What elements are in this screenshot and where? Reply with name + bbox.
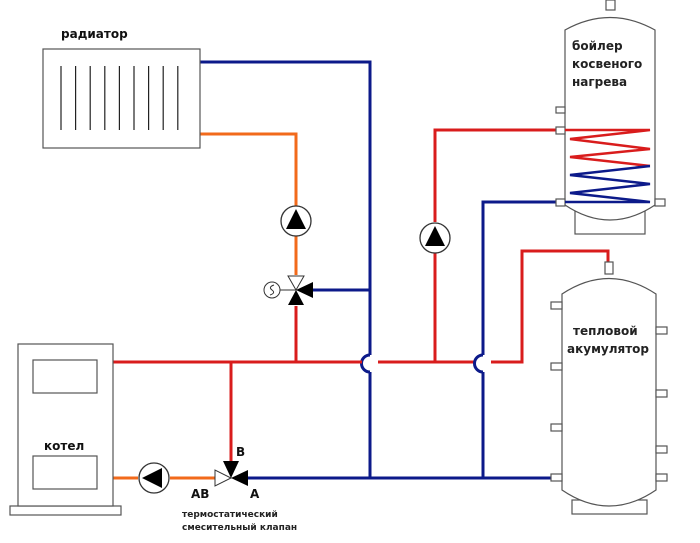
accumulator-label-1: тепловой (573, 324, 638, 338)
valve-port-a: A (250, 487, 260, 501)
coil-hot (565, 128, 651, 168)
valve-caption-2: смесительный клапан (182, 523, 297, 533)
pump-kettle (138, 462, 170, 494)
pipe-crossover-1 (360, 353, 371, 374)
pump-arrow-icon (286, 209, 306, 229)
thermostatic-mixing-valve: B AB A термостатический смесительный кла… (182, 445, 297, 533)
pipe-main-supply-3 (491, 249, 610, 364)
pipe-boiler-supply-top (433, 128, 556, 222)
valve-caption-1: термостатический (182, 510, 278, 520)
pipe-crossover-2 (473, 353, 484, 374)
kettle: котел (9, 343, 122, 516)
radiator: радиатор (42, 27, 201, 149)
boiler-label-3: нагрева (572, 75, 627, 89)
boiler-label-1: бойлер (572, 39, 623, 53)
indirect-boiler: бойлер косвеного нагрева (555, 0, 666, 235)
radiator-label: радиатор (61, 27, 128, 41)
pipe-boiler-return (481, 200, 556, 355)
heat-accumulator: тепловой акумулятор (550, 261, 668, 515)
pump-arrow-icon (142, 468, 162, 488)
coil-cold (565, 164, 651, 204)
pump-boiler (419, 222, 451, 254)
boiler-label-2: косвеного (572, 57, 642, 71)
pipe-radiator-supply (200, 132, 298, 206)
accumulator-label-2: акумулятор (567, 342, 649, 356)
pump-radiator (280, 205, 312, 237)
pipe-radiator-return (200, 60, 372, 355)
pump-arrow-icon (425, 226, 445, 246)
three-way-valve-radiator (263, 275, 313, 305)
valve-port-b: B (236, 445, 245, 459)
valve-port-ab: AB (191, 487, 209, 501)
radiator-fins (60, 66, 179, 130)
kettle-label: котел (44, 439, 84, 453)
